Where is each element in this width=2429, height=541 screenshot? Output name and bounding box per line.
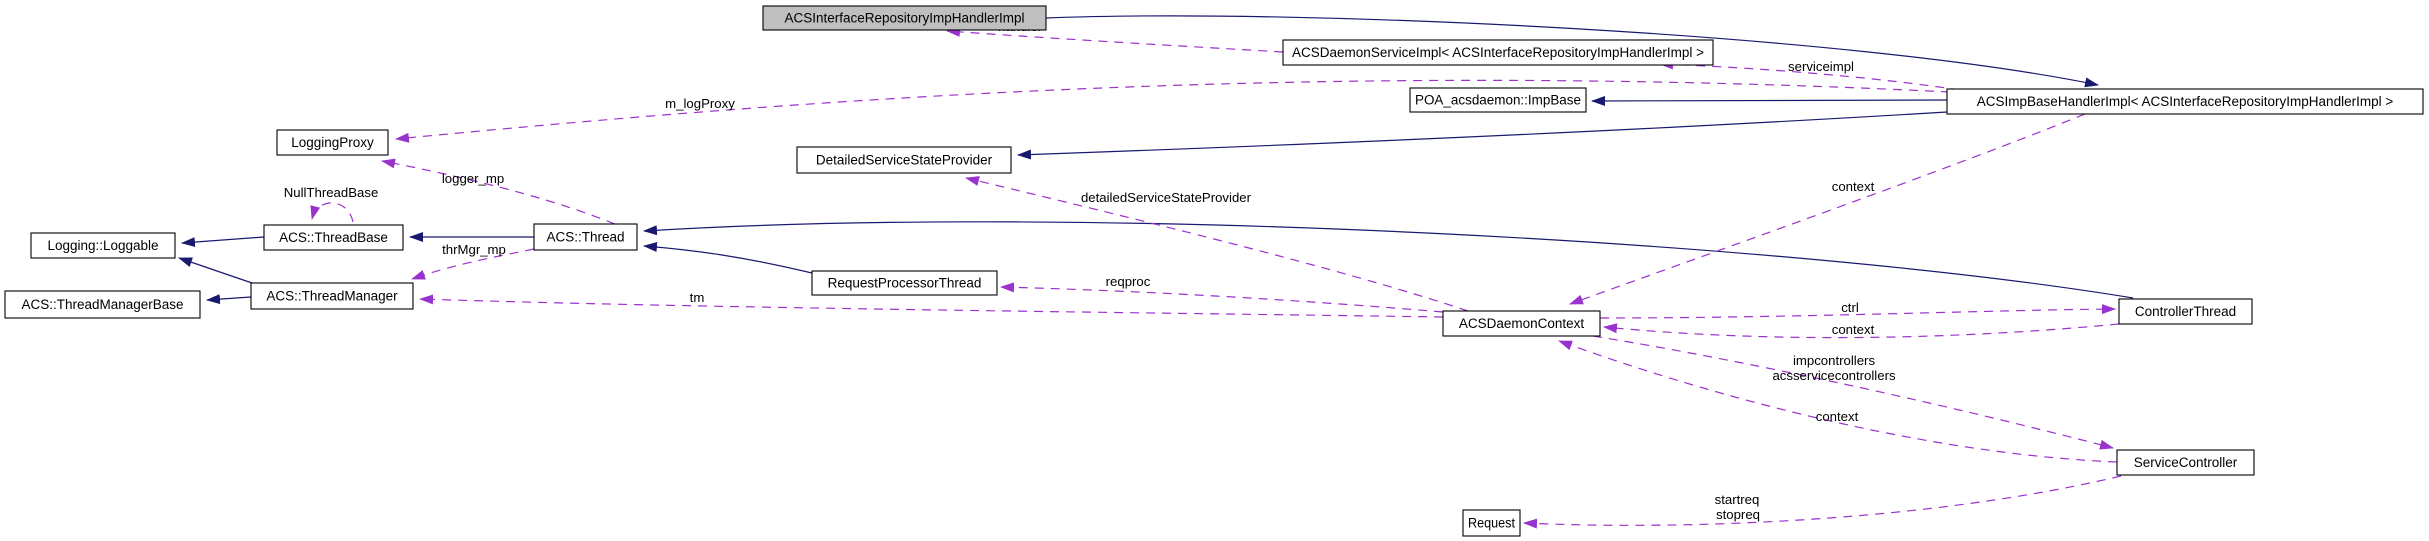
class-box (4, 290, 201, 319)
edge-acsimpbase-impbase (1591, 95, 1948, 106)
edge-acsimpbase-detailedssp (1017, 111, 1948, 160)
edge-reqprocthread-thread (643, 242, 813, 274)
class-node-label: ACS::ThreadBase (279, 230, 388, 245)
class-node-threadmanagerbase[interactable]: ACS::ThreadManagerBase (4, 290, 201, 319)
edge-controllerthread-daemoncontext (1603, 323, 2120, 339)
class-node-acsimpbase[interactable]: ACSImpBaseHandlerImpl< ACSInterfaceRepos… (1946, 88, 2424, 115)
edge-label-stopreq: stopreq (1716, 507, 1760, 522)
class-box (1409, 87, 1587, 113)
edge-label-impcontrollers: impcontrollers (1793, 353, 1875, 368)
class-box (1282, 39, 1714, 66)
edge-acsimpbase-daemoncontext (1569, 113, 2086, 305)
class-node-detailedssp[interactable]: DetailedServiceStateProvider (796, 146, 1012, 174)
class-node-label: ServiceController (2134, 455, 2238, 470)
edge-label-context: context (1832, 179, 1875, 194)
class-box (796, 146, 1012, 174)
class-node-label: RequestProcessorThread (828, 276, 982, 291)
class-node-daemonservice[interactable]: ACSDaemonServiceImpl< ACSInterfaceReposi… (1282, 39, 1714, 66)
class-box (1946, 88, 2424, 115)
edge-daemonservice-focal (946, 26, 1284, 53)
class-node-label: DetailedServiceStateProvider (816, 153, 993, 168)
edge-label-acsservicecontrollers: acsservicecontrollers (1772, 368, 1896, 383)
class-box (811, 270, 998, 296)
edge-servicecontroller-daemoncontext (1558, 340, 2118, 463)
class-node-label: Request (1468, 516, 1515, 531)
focal-class-box (762, 5, 1047, 31)
class-box (263, 224, 404, 251)
class-box (1442, 310, 1601, 337)
class-box (1462, 509, 1521, 537)
edge-acsimpbase-daemonservice (1659, 59, 1961, 91)
edge-daemoncontext-threadmanager (419, 294, 1444, 318)
class-node-controllerthread[interactable]: ControllerThread (2118, 298, 2253, 325)
edge-label-context: context (1816, 409, 1859, 424)
edge-label-serviceimpl: serviceimpl (1788, 59, 1854, 74)
edge-label-context: context (1832, 322, 1875, 337)
class-node-label: ControllerThread (2135, 304, 2236, 319)
class-box (533, 223, 638, 251)
edge-label-tm: tm (690, 290, 705, 305)
class-node-label: ACS::ThreadManagerBase (21, 297, 183, 312)
edge-threadbase-threadbase (310, 202, 354, 223)
class-node-label: ACSInterfaceRepositoryImpHandlerImpl (784, 11, 1024, 26)
edge-controllerthread-thread (643, 221, 2134, 299)
edge-acsimpbase-loggingproxy (395, 79, 1951, 143)
class-node-loggingproxy[interactable]: LoggingProxy (276, 129, 389, 156)
class-node-label: ACSDaemonServiceImpl< ACSInterfaceReposi… (1292, 45, 1704, 60)
class-box (2118, 298, 2253, 325)
class-node-label: LoggingProxy (291, 135, 374, 150)
edge-label-m_logProxy: m_logProxy (665, 96, 735, 111)
edge-daemoncontext-controllerthread (1599, 304, 2116, 319)
edge-threadmanager-loggable (178, 257, 253, 284)
class-box (276, 129, 389, 156)
class-node-impbase[interactable]: POA_acsdaemon::ImpBase (1409, 87, 1587, 113)
edge-label-startreq: startreq (1715, 492, 1760, 507)
class-node-daemoncontext[interactable]: ACSDaemonContext (1442, 310, 1601, 337)
class-node-loggable[interactable]: Logging::Loggable (30, 232, 176, 259)
class-node-thread[interactable]: ACS::Thread (533, 223, 638, 251)
class-node-label: POA_acsdaemon::ImpBase (1415, 93, 1581, 108)
class-node-label: ACSImpBaseHandlerImpl< ACSInterfaceRepos… (1977, 94, 2394, 109)
class-node-label: ACS::ThreadManager (266, 289, 398, 304)
class-node-threadmanager[interactable]: ACS::ThreadManager (250, 282, 414, 310)
edge-daemoncontext-detailedssp (965, 176, 1469, 312)
class-box (2116, 449, 2255, 476)
edge-label-NullThreadBase: NullThreadBase (284, 185, 379, 200)
edge-threadbase-loggable (181, 236, 265, 248)
edge-daemoncontext-servicecontroller (1592, 335, 2114, 450)
class-node-label: ACSDaemonContext (1459, 316, 1585, 331)
class-node-label: Logging::Loggable (47, 238, 158, 253)
edge-label-thrMgr_mp: thrMgr_mp (442, 242, 506, 257)
edge-label-detailedServiceStateProvider: detailedServiceStateProvider (1081, 190, 1252, 205)
class-node-threadbase[interactable]: ACS::ThreadBase (263, 224, 404, 251)
edge-focal-acsimpbase (1045, 15, 2099, 88)
edge-threadmanager-threadmanagerbase (206, 294, 252, 305)
edge-label-logger_mp: logger_mp (442, 171, 504, 186)
class-node-focal: ACSInterfaceRepositoryImpHandlerImpl (762, 5, 1047, 31)
class-node-servicecontroller[interactable]: ServiceController (2116, 449, 2255, 476)
edge-thread-loggingproxy (381, 158, 616, 225)
edge-label-reqproc: reqproc (1106, 274, 1151, 289)
edge-label-ctrl: ctrl (1841, 300, 1859, 315)
class-node-reqprocthread[interactable]: RequestProcessorThread (811, 270, 998, 296)
class-node-label: ACS::Thread (546, 230, 624, 245)
class-box (250, 282, 414, 310)
class-node-request[interactable]: Request (1462, 509, 1521, 537)
class-box (30, 232, 176, 259)
edge-servicecontroller-request (1523, 475, 2122, 529)
